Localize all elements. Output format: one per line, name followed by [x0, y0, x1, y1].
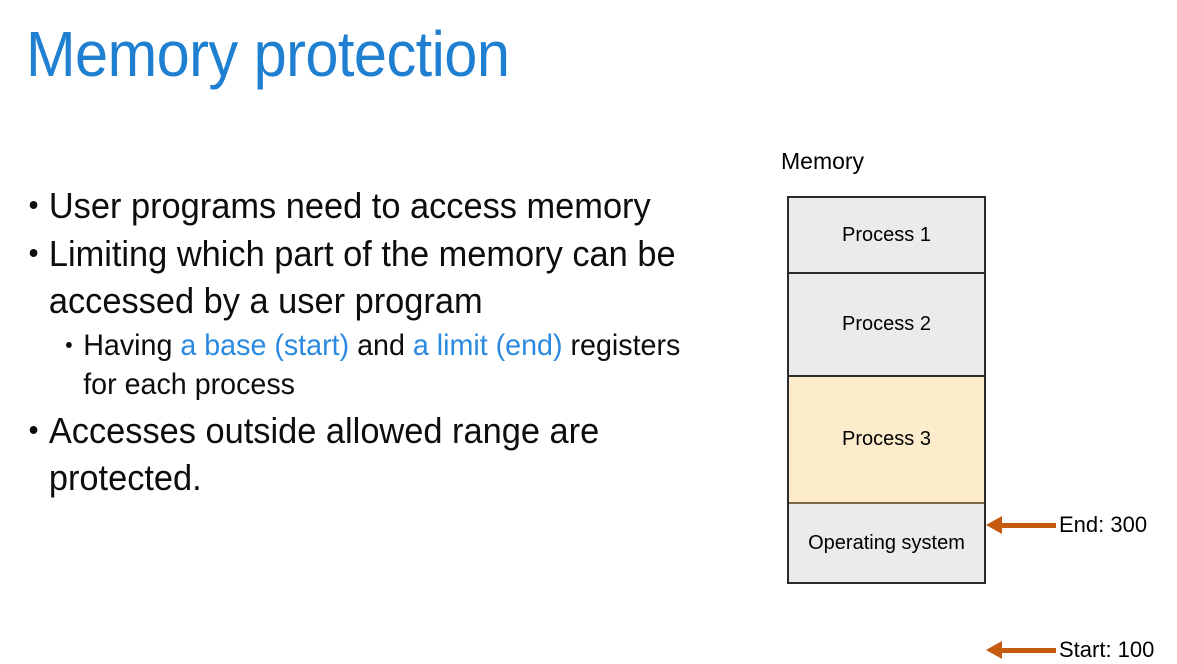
memory-diagram-title: Memory	[781, 148, 865, 174]
memory-block-label: Process 2	[842, 313, 931, 336]
memory-pointer-label: End: 300	[1059, 512, 1148, 537]
sub-bullet-tail: registers for each process	[83, 329, 681, 402]
sub-bullet-accent-limit: a limit (end)	[412, 329, 563, 363]
memory-block: Process 1	[789, 198, 984, 274]
memory-pointer-label: Start: 100	[1059, 637, 1155, 662]
bullet-item-2-label: Limiting which part of the memory can be…	[48, 233, 676, 321]
arrow-left-icon	[986, 516, 1002, 534]
sub-bullet-accent-base: a base (start)	[180, 329, 350, 363]
arrow-shaft	[1001, 522, 1056, 528]
memory-block: Process 2	[789, 274, 984, 377]
memory-diagram: Memory Process 1 Process 2 Process 3 Operat…	[781, 148, 1171, 661]
page-title: Memory protection	[26, 18, 510, 90]
bullet-dot-icon	[29, 200, 38, 209]
bullet-list: User programs need to access memory Limi…	[24, 183, 754, 503]
sub-bullet-lead: Having	[83, 329, 181, 363]
bullet-dot-icon	[29, 425, 38, 434]
bullet-item-1: User programs need to access memory	[24, 183, 721, 229]
memory-block: Process 3	[789, 377, 984, 504]
memory-block-stack: Process 1 Process 2 Process 3 Operating sys…	[787, 196, 986, 584]
sub-bullet-item-1: Having a base (start) and a limit (end) …	[24, 326, 721, 404]
memory-block-label: Process 3	[842, 428, 931, 451]
bullet-item-3: Accesses outside allowed range are prote…	[24, 408, 721, 501]
memory-block: Operating system	[789, 504, 984, 584]
memory-pointer: Start: 100	[986, 636, 1154, 664]
arrow-shaft	[1001, 647, 1056, 653]
memory-block-label: Operating system	[808, 531, 965, 554]
sub-bullet-middle: and	[349, 329, 413, 363]
memory-block-label: Process 1	[842, 223, 931, 246]
sub-bullet-dot-icon	[66, 341, 72, 348]
bullet-dot-icon	[29, 249, 38, 258]
bullet-item-1-label: User programs need to access memory	[48, 185, 651, 226]
bullet-item-3-label: Accesses outside allowed range are prote…	[48, 410, 600, 498]
bullet-item-2: Limiting which part of the memory can be…	[24, 231, 721, 324]
arrow-left-icon	[986, 641, 1002, 659]
memory-pointer: End: 300	[986, 511, 1147, 539]
